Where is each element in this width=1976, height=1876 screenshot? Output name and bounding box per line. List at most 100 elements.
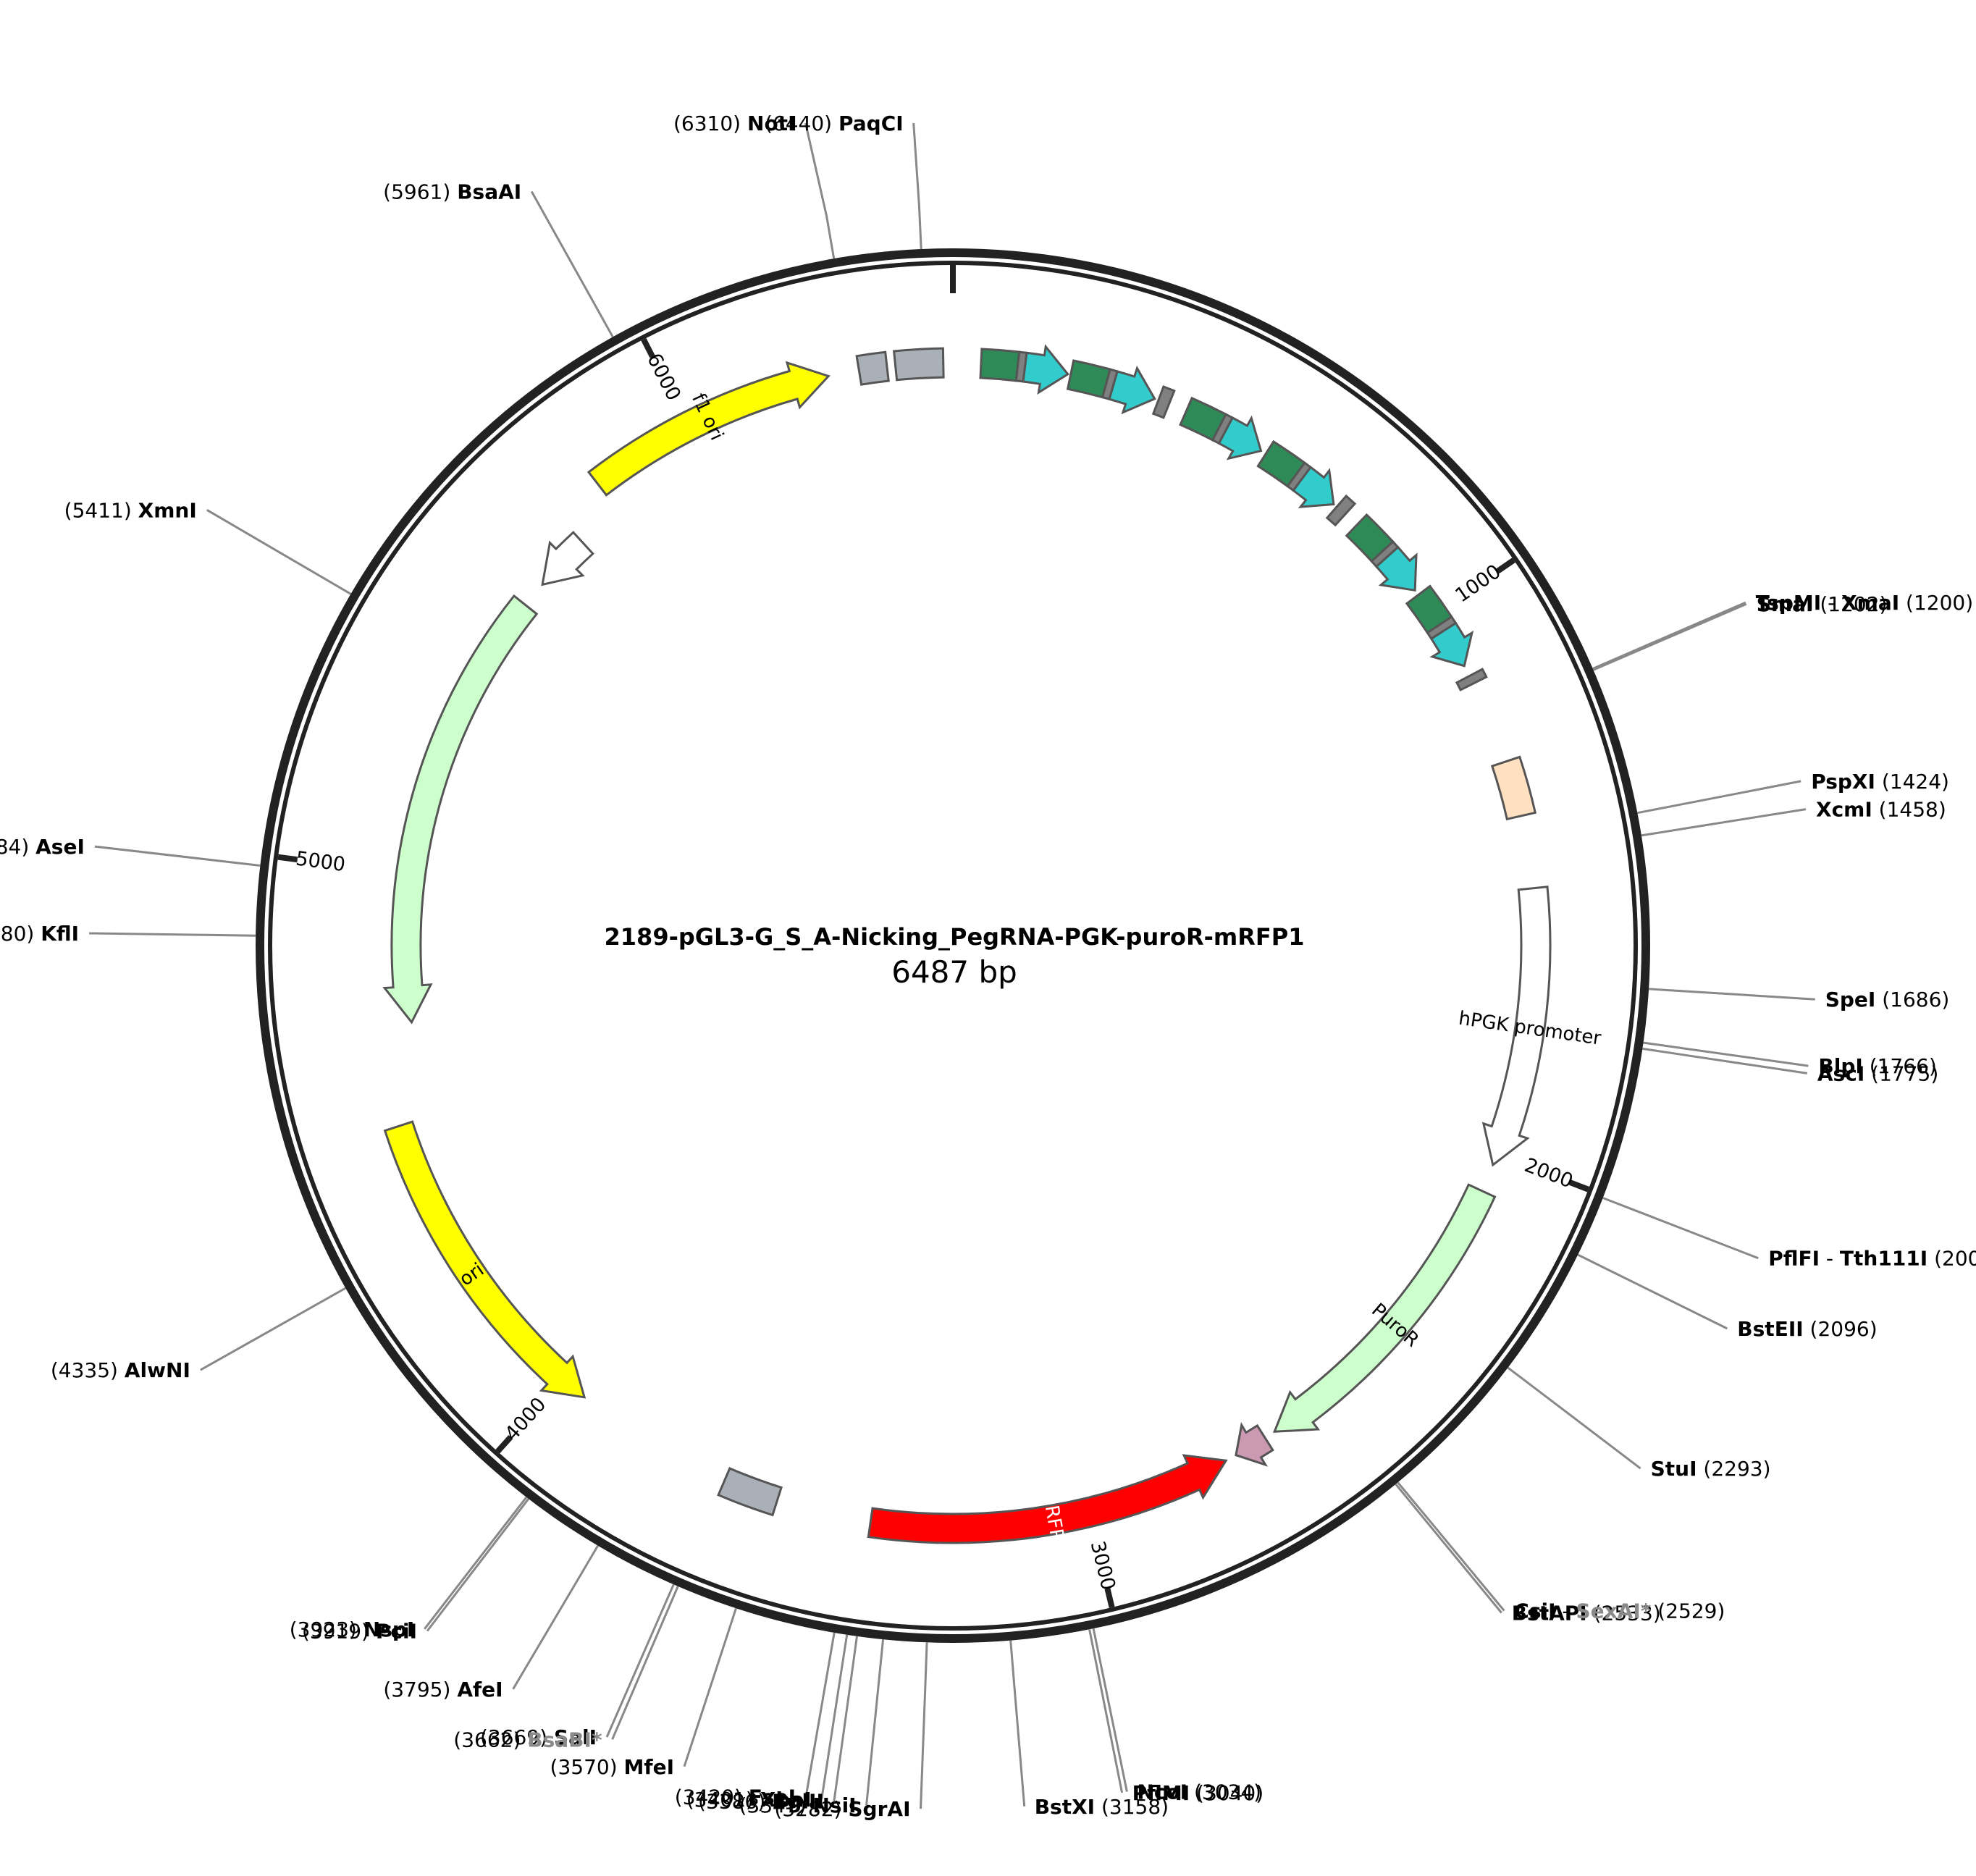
feature-gray-box-top-2[interactable] [892, 347, 945, 382]
feature-peach-box[interactable] [1490, 755, 1537, 821]
site-enzyme: NsiI [812, 1793, 856, 1817]
site-paqci[interactable]: (6440) PaqCI [765, 112, 904, 135]
feature-small-pink[interactable] [1235, 1422, 1274, 1467]
site-enzyme: BstAPI [1512, 1602, 1587, 1625]
site-tspmi[interactable]: TspMI - XmaI (1200) [1756, 591, 1973, 615]
site-kfli[interactable]: (4880) KflI [0, 922, 79, 946]
site-bglii[interactable]: (3386) BglII [698, 1790, 824, 1814]
feature-gray-box-bottom[interactable] [717, 1467, 783, 1517]
site-enzyme: TspMI [1756, 591, 1821, 615]
feature-c3[interactable] [1217, 415, 1263, 460]
site-asei[interactable]: (4984) AseI [0, 835, 85, 859]
site-leader-line [1649, 988, 1815, 1001]
site-leader-line [1395, 1483, 1502, 1614]
site-leader-line [920, 1642, 928, 1809]
feature-promoter-small[interactable] [541, 531, 594, 586]
site-enzyme: AscI [1817, 1061, 1864, 1085]
site-noti[interactable]: (6310) NotI [673, 112, 796, 135]
feature-ampr[interactable] [382, 594, 539, 1025]
site-afei[interactable]: (3795) AfeI [383, 1678, 503, 1702]
feature-ori[interactable] [383, 1120, 587, 1399]
feature-f1-ori[interactable] [587, 361, 831, 497]
site-leader-line [804, 122, 836, 259]
site-leader-line [820, 1634, 849, 1800]
site-xcmi[interactable]: XcmI (1458) [1816, 798, 1946, 822]
feature-c4[interactable] [1292, 466, 1335, 508]
site-pos-text: (3795) [383, 1678, 457, 1702]
site-pflfi[interactable]: PflFI - Tth111I (2004) [1768, 1247, 1976, 1271]
site-spei[interactable]: SpeI (1686) [1825, 988, 1950, 1011]
feature-g1[interactable] [979, 348, 1021, 382]
site-leader-line [865, 1639, 885, 1806]
site-pflmi[interactable]: PflMI (3040) [1132, 1781, 1264, 1805]
site-bsaai[interactable]: (5961) BsaAI [383, 180, 521, 204]
site-smai[interactable]: SmaI (1202) [1757, 592, 1888, 616]
site-enzyme: XbaI [760, 1788, 812, 1812]
backbone-inner-ring [268, 261, 1638, 1631]
site-enzyme: BsaAI [457, 180, 521, 204]
site-pos-text: (3662) [453, 1728, 527, 1751]
site-pos-text: (3919) [302, 1620, 376, 1644]
site-leader-line [1602, 1197, 1759, 1260]
site-alwni[interactable]: (4335) AlwNI [51, 1358, 190, 1382]
site-stui[interactable]: StuI (2293) [1651, 1457, 1771, 1481]
site-extra: Tth111I [1840, 1247, 1927, 1271]
site-enzyme: NspI [363, 1618, 415, 1641]
site-pos-text: (1775) [1864, 1061, 1938, 1085]
site-bsteii[interactable]: BstEII (2096) [1737, 1317, 1877, 1341]
site-mfei[interactable]: (3570) MfeI [550, 1755, 674, 1779]
feature-c2[interactable] [1108, 365, 1156, 415]
tick-mark [641, 337, 655, 358]
feature-s6b[interactable] [1455, 668, 1488, 691]
site-xmni[interactable]: (5411) XmnI [64, 498, 197, 522]
site-asci[interactable]: AscI (1775) [1817, 1061, 1938, 1085]
site-leader-line [1637, 780, 1801, 815]
site-pos-text: (2004) [1927, 1247, 1976, 1271]
feature-s2b[interactable] [1151, 385, 1176, 419]
feature-c6[interactable] [1429, 621, 1474, 668]
site-enzyme: NotI [747, 112, 795, 135]
feature-hpgk-promoter[interactable] [1481, 886, 1552, 1167]
site-csii[interactable]: CsiI - SexAI* (2529) [1514, 1599, 1725, 1623]
site-pos-text: (1424) [1875, 770, 1949, 794]
site-bsabi[interactable]: (3662) BsaBI* [453, 1728, 602, 1751]
tick-mark [1568, 1179, 1590, 1193]
feature-mrfp1[interactable] [867, 1454, 1228, 1544]
site-bstapi[interactable]: BstAPI (2533) [1512, 1602, 1661, 1625]
site-leader-line [1592, 601, 1746, 670]
site-pos-text: (3923) [290, 1618, 363, 1641]
site-sali[interactable]: (3669) SalI [480, 1725, 597, 1749]
site-enzyme: CsiI [1514, 1599, 1555, 1623]
feature-c1[interactable] [1022, 344, 1070, 395]
site-pspxi[interactable]: PspXI (1424) [1811, 770, 1949, 794]
site-enzyme: BglII [772, 1790, 824, 1814]
site-nspi[interactable]: (3923) NspI [290, 1618, 415, 1641]
feature-c5[interactable] [1374, 545, 1418, 592]
site-nsii[interactable]: (3347) NsiI [739, 1793, 856, 1817]
feature-s4b[interactable] [1325, 494, 1357, 527]
site-pos-text: (3386) [698, 1790, 772, 1814]
site-sgrai[interactable]: (3282) SgrAI [774, 1797, 910, 1821]
site-pcii[interactable]: (3919) PciI [302, 1620, 417, 1644]
feature-puror[interactable] [1272, 1183, 1497, 1433]
site-blpi[interactable]: BlpI (1766) [1818, 1054, 1936, 1078]
site-pos-text: (2533) [1587, 1602, 1661, 1625]
site-pos-text: (5961) [383, 180, 457, 204]
site-leader-line [200, 1287, 346, 1371]
site-pos-text: (6440) [765, 112, 838, 135]
site-leader-line [530, 190, 614, 338]
site-ncoi[interactable]: NcoI (3034) [1137, 1780, 1261, 1804]
feature-gray-box-top-1[interactable] [855, 350, 890, 386]
site-fsei[interactable]: (3420) FseI [675, 1785, 796, 1809]
site-separator: - [1556, 1599, 1576, 1623]
site-pos-text: (1202) [1813, 592, 1887, 616]
site-leader-line [424, 1496, 528, 1630]
site-pos-text: (3669) [480, 1725, 554, 1749]
site-enzyme: BstEII [1737, 1317, 1803, 1341]
site-bstxi[interactable]: BstXI (3158) [1035, 1795, 1169, 1819]
site-xbai[interactable]: (3401) XbaI [686, 1788, 812, 1812]
site-leader-line [1397, 1481, 1505, 1612]
site-leader-line [89, 932, 256, 937]
site-enzyme: PspXI [1811, 770, 1875, 794]
